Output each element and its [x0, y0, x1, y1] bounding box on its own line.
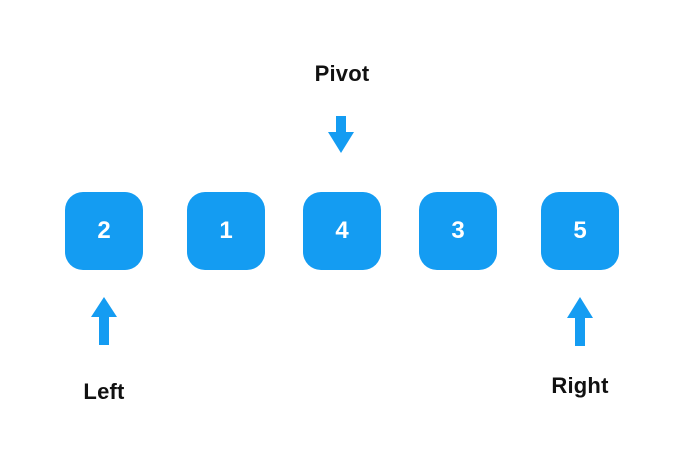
left-pointer-arrow-up-icon: [91, 297, 117, 345]
pivot-arrow-down-icon: [328, 116, 354, 153]
right-pointer-arrow-up-icon: [567, 297, 593, 346]
right-pointer-label: Right: [551, 373, 609, 398]
array-cell-4: 5: [541, 192, 619, 270]
array-cell-0: 2: [65, 192, 143, 270]
array-cell-2-pivot: 4: [303, 192, 381, 270]
array-cell-1: 1: [187, 192, 265, 270]
array-cell-3: 3: [419, 192, 497, 270]
left-pointer-label: Left: [83, 379, 125, 404]
pivot-label: Pivot: [314, 61, 370, 86]
